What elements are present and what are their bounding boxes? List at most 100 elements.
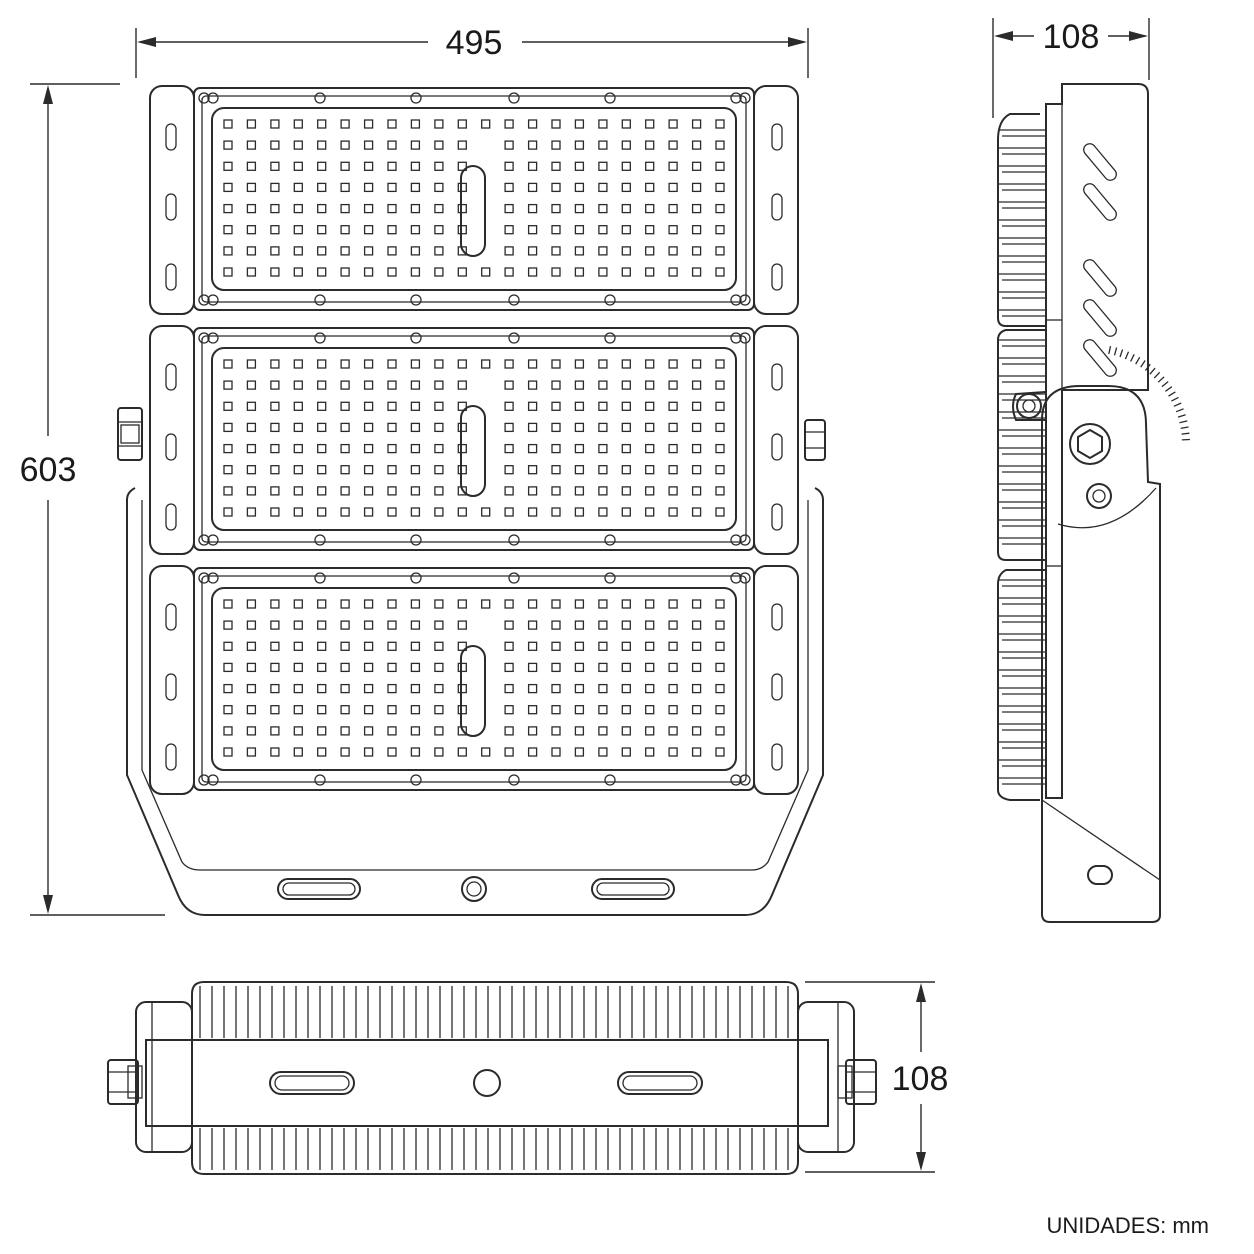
led-chip-icon: [270, 203, 280, 214]
tilt-tick: [1168, 391, 1176, 397]
tilt-tick: [1149, 367, 1156, 375]
led-chip-icon: [551, 422, 561, 433]
screw-icon: [739, 92, 751, 104]
led-chip-icon: [246, 747, 257, 757]
dimension-bottom-depth-label: 108: [892, 1060, 949, 1098]
led-chip-icon: [246, 161, 257, 171]
led-chip-icon: [691, 620, 702, 630]
screw-icon: [198, 774, 210, 786]
led-chip-icon: [317, 599, 327, 609]
led-chip-icon: [645, 401, 655, 411]
led-chip-icon: [691, 641, 702, 651]
led-chip-icon: [434, 182, 444, 193]
led-chip-icon: [668, 486, 678, 496]
led-chip-icon: [621, 182, 631, 193]
led-chip-icon: [551, 161, 561, 171]
bottom-heatsink-fins: [199, 986, 789, 1170]
led-chip-icon: [527, 443, 538, 454]
led-chip-icon: [223, 422, 233, 433]
led-chip-icon: [317, 726, 327, 736]
bolt-nut-icon: [804, 419, 826, 461]
screw-icon: [730, 534, 742, 546]
led-chip-icon: [340, 161, 350, 171]
led-chip-icon: [574, 182, 585, 193]
led-chip-icon: [363, 641, 374, 651]
led-chip-icon: [317, 507, 327, 517]
led-chip-icon: [691, 705, 702, 715]
screw-icon: [198, 332, 210, 344]
led-chip-icon: [691, 203, 702, 214]
led-chip-icon: [551, 486, 561, 496]
screw-icon: [410, 572, 422, 584]
led-chip-icon: [223, 465, 233, 475]
led-chip-icon: [223, 140, 233, 150]
led-chip-icon: [340, 683, 350, 694]
led-chip-icon: [551, 443, 561, 454]
screw-icon: [604, 332, 616, 344]
led-chip-icon: [434, 486, 444, 496]
led-chip-icon: [504, 641, 514, 651]
led-chip-icon: [340, 359, 350, 369]
led-chip-icon: [387, 246, 397, 256]
led-chip-icon: [504, 599, 514, 609]
led-chip-icon: [551, 380, 561, 390]
screw-icon: [730, 572, 742, 584]
led-chip-icon: [387, 182, 397, 193]
bolt-nut-icon: [107, 1059, 143, 1105]
tilt-tick: [1144, 363, 1151, 371]
screw-icon: [730, 774, 742, 786]
screw-icon: [314, 572, 326, 584]
led-chip-icon: [410, 380, 421, 390]
led-chip-icon: [223, 443, 233, 454]
led-chip-icon: [363, 465, 374, 475]
tilt-tick: [1165, 386, 1173, 392]
led-chip-icon: [457, 747, 467, 757]
led-chip-icon: [317, 465, 327, 475]
led-chip-icon: [246, 401, 257, 411]
led-chip-icon: [574, 203, 585, 214]
led-chip-icon: [621, 380, 631, 390]
led-chip-icon: [668, 225, 678, 235]
led-chip-icon: [457, 203, 467, 214]
led-chip-icon: [434, 641, 444, 651]
led-chip-icon: [551, 507, 561, 517]
led-chip-icon: [293, 683, 303, 694]
tilt-tick: [1140, 360, 1146, 368]
led-chip-icon: [574, 246, 585, 256]
screw-icon: [730, 294, 742, 306]
screw-icon: [730, 332, 742, 344]
led-chip-icon: [363, 267, 374, 277]
screw-icon: [730, 92, 742, 104]
led-chip-icon: [457, 401, 467, 411]
led-chip-icon: [691, 599, 702, 609]
led-chip-icon: [691, 507, 702, 517]
led-chip-icon: [504, 225, 514, 235]
led-chip-icon: [691, 443, 702, 454]
led-chip-icon: [504, 119, 514, 129]
led-chip-icon: [598, 161, 608, 171]
led-chip-icon: [434, 662, 444, 673]
led-chip-icon: [551, 726, 561, 736]
led-chip-icon: [668, 465, 678, 475]
led-chip-icon: [691, 161, 702, 171]
led-chip-icon: [293, 246, 303, 256]
led-chip-icon: [293, 705, 303, 715]
led-chip-icon: [246, 443, 257, 454]
led-chip-icon: [598, 401, 608, 411]
led-chip-icon: [551, 182, 561, 193]
led-chip-icon: [598, 422, 608, 433]
mounting-slot-icon: [771, 673, 783, 701]
tilt-tick: [1135, 356, 1141, 365]
led-chip-icon: [363, 443, 374, 454]
led-chip-icon: [645, 119, 655, 129]
led-chip-icon: [317, 705, 327, 715]
led-chip-icon: [317, 359, 327, 369]
led-chip-icon: [621, 401, 631, 411]
led-chip-icon: [645, 140, 655, 150]
screw-icon: [604, 774, 616, 786]
front-bracket: [126, 487, 824, 916]
screw-icon: [739, 572, 751, 584]
led-chip-icon: [504, 662, 514, 673]
led-chip-icon: [410, 726, 421, 736]
led-chip-icon: [387, 507, 397, 517]
